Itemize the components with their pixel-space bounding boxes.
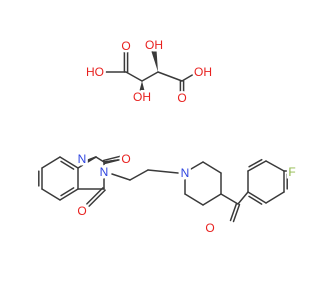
bond-c4-o4 bbox=[88, 189, 106, 207]
bond-ar-2 bbox=[248, 158, 263, 168]
bond-pip-4 bbox=[202, 193, 222, 206]
bond-cket-o bbox=[229, 202, 238, 222]
bond-pip-2 bbox=[202, 161, 222, 174]
bond-pip-cket bbox=[220, 193, 239, 205]
bond-benz-4 bbox=[59, 188, 79, 201]
wedge-c3-oh bbox=[151, 50, 158, 72]
atom-label-k-o2: O bbox=[121, 152, 130, 166]
bond-c4-oh bbox=[181, 73, 195, 82]
atom-label-t-ho1: HO bbox=[86, 65, 104, 79]
atom-label-k-f: F bbox=[288, 165, 295, 179]
bond-pip-1 bbox=[190, 161, 204, 170]
bond-pip-5 bbox=[184, 193, 204, 206]
atom-label-k-n3: N bbox=[100, 165, 109, 179]
bond-n1-c2 bbox=[95, 156, 105, 163]
bond-c2-c3 bbox=[141, 71, 159, 82]
bond-c4-o4 bbox=[86, 187, 104, 205]
bond-ch2-ch2 bbox=[129, 169, 149, 181]
bond-benz-6 bbox=[59, 156, 79, 169]
bond-cket-o bbox=[232, 203, 241, 223]
bond-n3-ch2 bbox=[111, 173, 131, 181]
bond-benz-1 bbox=[41, 156, 61, 169]
bond-benz-6 bbox=[60, 160, 75, 170]
bond-benz-3 bbox=[41, 188, 61, 201]
bond-ch2-npip bbox=[147, 169, 179, 174]
bond-ar-5 bbox=[265, 191, 285, 204]
atom-label-k-n1: N bbox=[78, 152, 87, 166]
bond-benz-4 bbox=[60, 187, 75, 197]
bond-ar-6 bbox=[248, 195, 263, 205]
atom-label-k-npip: N bbox=[181, 166, 190, 180]
atom-label-k-oket: O bbox=[205, 221, 214, 235]
bond-c2-o2 bbox=[102, 155, 121, 162]
bond-n1 bbox=[87, 156, 97, 161]
atom-label-t-oh2: OH bbox=[133, 90, 151, 104]
bond-ar-2 bbox=[247, 160, 267, 172]
wedge-c2-oh bbox=[139, 81, 145, 91]
bond-c1-c2 bbox=[125, 71, 143, 82]
atom-label-t-o4: O bbox=[177, 91, 186, 105]
bond-ar-3 bbox=[265, 160, 285, 172]
atom-label-t-oh3: OH bbox=[145, 38, 163, 52]
bond-c3-c4 bbox=[157, 71, 183, 82]
atom-label-t-o1: O bbox=[121, 39, 130, 53]
atom-label-k-o4: O bbox=[77, 204, 86, 218]
bond-ar-6 bbox=[247, 191, 267, 204]
atom-label-t-oh4: OH bbox=[194, 65, 212, 79]
bond-cket-aryl bbox=[237, 191, 249, 205]
bond-layer bbox=[38, 50, 288, 223]
bond-c2-o2 bbox=[103, 158, 122, 165]
